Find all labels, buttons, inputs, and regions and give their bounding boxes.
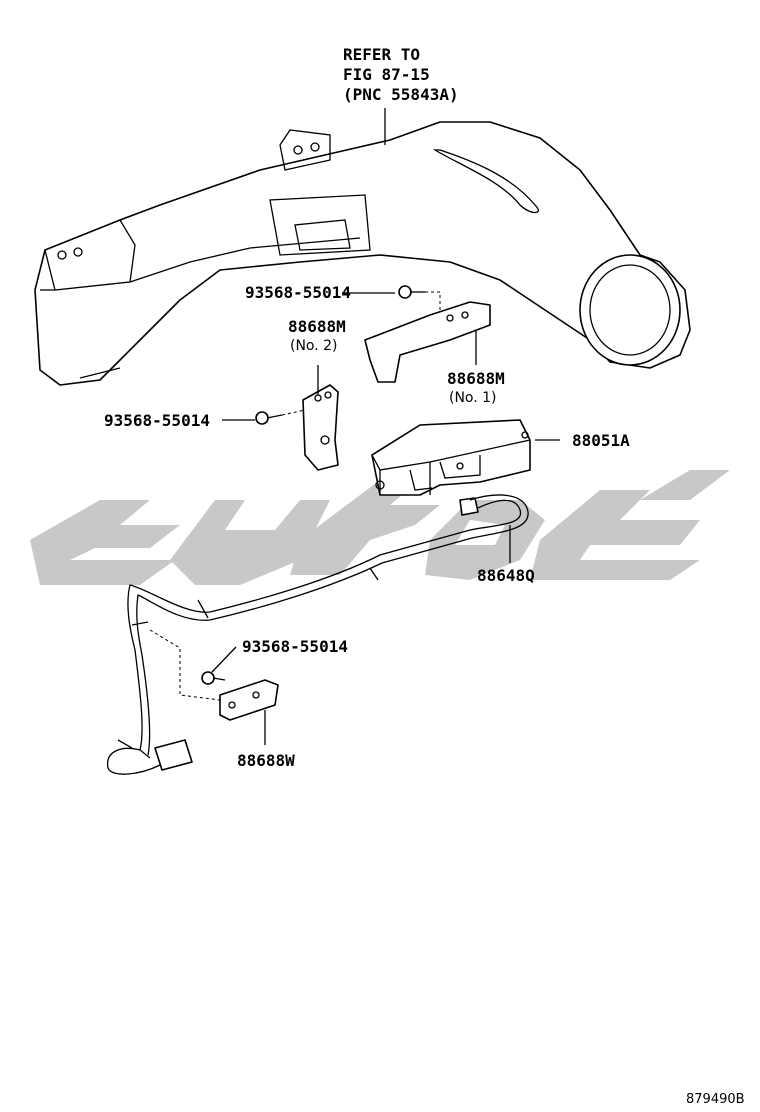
label-bracket-no1-sub: (No. 1) <box>449 390 497 406</box>
bracket-w <box>149 629 279 721</box>
wire-harness <box>107 494 529 775</box>
label-harness: 88648Q <box>477 566 535 585</box>
air-duct <box>34 108 691 386</box>
label-bracket-no2-sub: (No. 2) <box>290 338 338 354</box>
refer-line-1: REFER TO <box>343 45 420 64</box>
leader-lines <box>211 292 560 745</box>
figure-reference: 879490B <box>686 1092 745 1107</box>
label-bolt-lower: 93568-55014 <box>242 637 348 656</box>
label-bolt-top: 93568-55014 <box>245 283 351 302</box>
bolt-lower <box>201 671 226 685</box>
label-bolt-left: 93568-55014 <box>104 411 210 430</box>
label-bracket-w: 88688W <box>237 751 295 770</box>
refer-line-2: FIG 87-15 <box>343 65 430 84</box>
label-module: 88051A <box>572 431 630 450</box>
bolt-top <box>398 285 441 312</box>
refer-line-3: (PNC 55843A) <box>343 85 459 104</box>
label-bracket-no2: 88688M <box>288 317 346 336</box>
bracket-no1 <box>364 301 491 383</box>
bolt-left <box>255 409 306 425</box>
label-bracket-no1: 88688M <box>447 369 505 388</box>
control-module <box>371 419 531 496</box>
bracket-no2 <box>302 384 339 471</box>
